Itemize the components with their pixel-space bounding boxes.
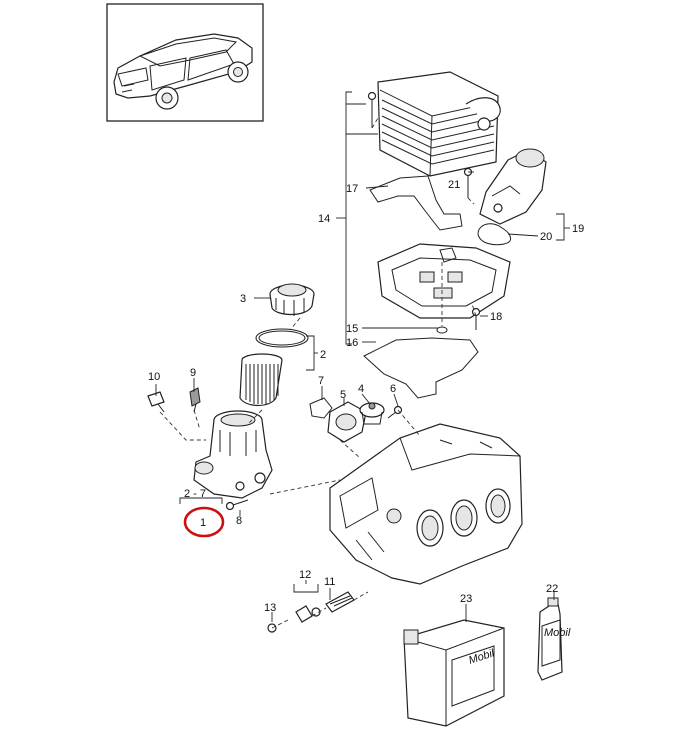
callout-13[interactable]: 13 <box>264 602 276 614</box>
engine-block[interactable] <box>329 423 523 585</box>
callout-11[interactable]: 11 <box>324 576 335 588</box>
callout-9[interactable]: 9 <box>190 367 196 379</box>
callout-1[interactable]: 1 <box>200 517 206 529</box>
bracket-2 <box>306 335 318 371</box>
gasket-20[interactable] <box>477 223 511 246</box>
bottle-brand-label: Mobil <box>544 627 571 639</box>
o-ring-2[interactable] <box>255 328 309 348</box>
oil-bottle[interactable]: Mobil <box>537 597 571 681</box>
callout-20[interactable]: 20 <box>540 231 552 243</box>
assembly-lines <box>159 117 477 629</box>
cooler-mounting-plate[interactable] <box>377 243 511 319</box>
oil-canister[interactable]: Mobil <box>403 619 505 727</box>
callout-23[interactable]: 23 <box>460 593 472 605</box>
bolt-top[interactable] <box>367 91 377 129</box>
sensor-9[interactable] <box>189 387 201 413</box>
callout-10[interactable]: 10 <box>148 371 160 383</box>
plug-12[interactable] <box>295 605 321 623</box>
callout-19[interactable]: 19 <box>572 223 584 235</box>
callout-16[interactable]: 16 <box>346 337 358 349</box>
callout-labels: 1 2 3 4 5 6 7 8 9 10 11 12 13 14 15 16 1… <box>148 179 584 614</box>
callout-range-2-7[interactable]: 2 - 7 <box>184 488 206 500</box>
thermostat-4[interactable] <box>359 402 385 425</box>
bolt-21[interactable] <box>463 167 473 199</box>
callout-22[interactable]: 22 <box>546 583 558 595</box>
vehicle-thumbnail <box>106 3 264 122</box>
oil-filter-element[interactable] <box>239 353 283 407</box>
o-ring-15[interactable] <box>436 326 448 334</box>
bracket-14 <box>336 91 378 345</box>
callout-17[interactable]: 17 <box>346 183 358 195</box>
callout-21[interactable]: 21 <box>448 179 460 191</box>
highlight-circle-part-1 <box>183 506 225 538</box>
callout-15[interactable]: 15 <box>346 323 358 335</box>
gasket-17[interactable] <box>369 175 463 231</box>
gasket-7[interactable] <box>309 397 333 419</box>
oil-filter-cap[interactable] <box>269 283 315 316</box>
bracket-2-7 <box>179 497 223 504</box>
bracket-19 <box>556 213 570 241</box>
callout-6[interactable]: 6 <box>390 383 396 395</box>
callout-8[interactable]: 8 <box>236 515 242 527</box>
leader-lines <box>155 171 555 622</box>
oil-cooler[interactable] <box>377 71 501 177</box>
bolt-8[interactable] <box>225 499 249 511</box>
callout-2[interactable]: 2 <box>320 349 326 361</box>
callout-5[interactable]: 5 <box>340 389 346 401</box>
cover-5[interactable] <box>327 401 367 443</box>
callout-4[interactable]: 4 <box>358 383 364 395</box>
bolt-18[interactable] <box>471 307 481 331</box>
callout-3[interactable]: 3 <box>240 293 246 305</box>
bracket-12 <box>293 580 319 593</box>
suv-illustration <box>113 33 253 110</box>
gasket-16[interactable] <box>363 337 479 399</box>
oil-filter-neck-housing[interactable] <box>479 148 547 225</box>
callout-7[interactable]: 7 <box>318 375 324 387</box>
oil-filter-housing[interactable] <box>193 410 273 499</box>
callout-14[interactable]: 14 <box>318 213 330 225</box>
callout-18[interactable]: 18 <box>490 311 502 323</box>
callout-12[interactable]: 12 <box>299 569 311 581</box>
